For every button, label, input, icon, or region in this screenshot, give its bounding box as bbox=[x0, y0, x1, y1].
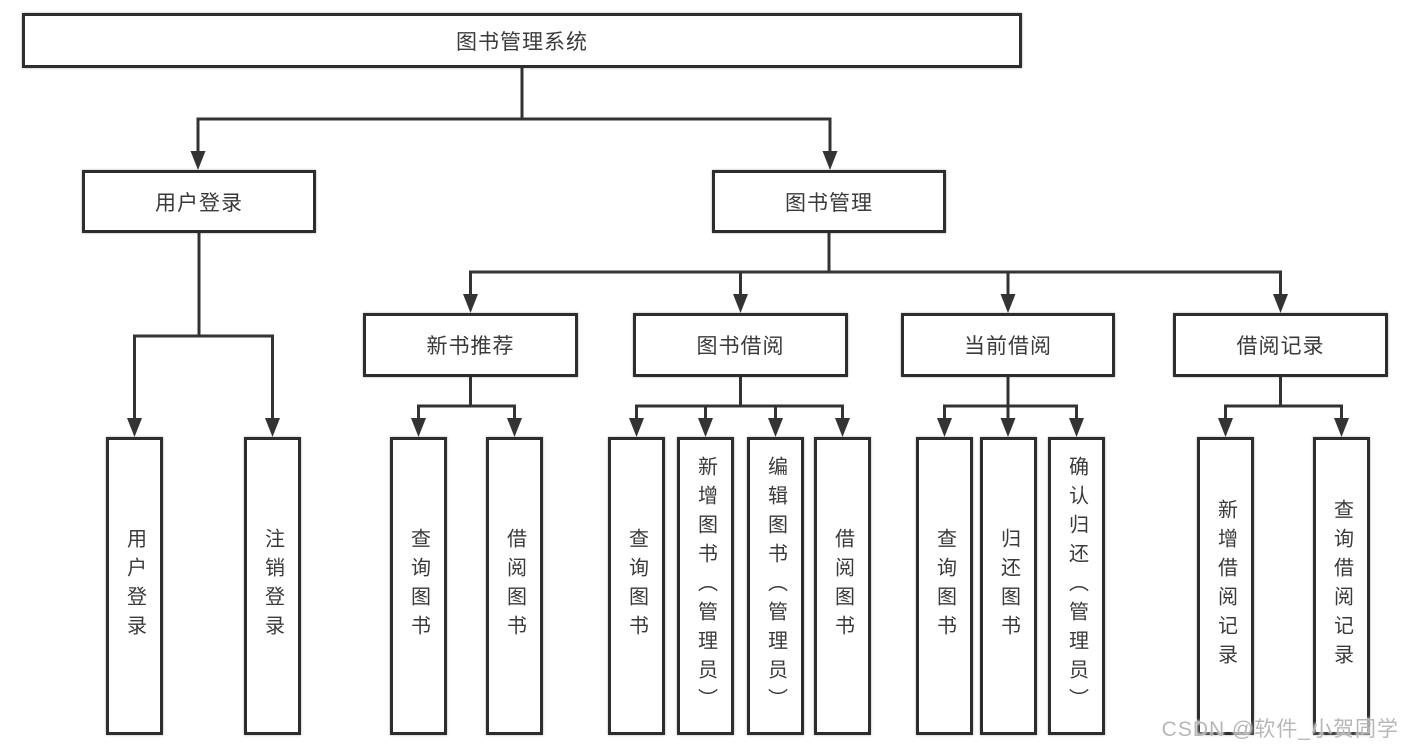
leaf-records-query-record: 查询借阅记录 bbox=[1313, 437, 1370, 735]
node-root-label: 图书管理系统 bbox=[456, 30, 588, 54]
leaf-logout: 注销登录 bbox=[244, 437, 301, 735]
leaf-current-return-book-label: 归还图书 bbox=[997, 528, 1020, 644]
node-root-system: 图书管理系统 bbox=[22, 13, 1022, 68]
leaf-borrow-borrow-book: 借阅图书 bbox=[814, 437, 871, 735]
leaf-borrow-edit-book: 编辑图书（管理员） bbox=[747, 437, 804, 735]
leaf-borrow-add-book: 新增图书（管理员） bbox=[677, 437, 734, 735]
leaf-current-query-book: 查询图书 bbox=[916, 437, 973, 735]
leaf-borrow-add-book-label: 新增图书（管理员） bbox=[694, 455, 717, 717]
leaf-user-login-label: 用户登录 bbox=[123, 528, 146, 644]
node-user-login-group: 用户登录 bbox=[82, 170, 316, 233]
csdn-watermark: CSDN @软件_小贺同学 bbox=[1161, 718, 1399, 741]
node-new-book-rec-label: 新书推荐 bbox=[426, 335, 515, 358]
node-book-borrow-label: 图书借阅 bbox=[696, 335, 785, 358]
node-book-mgmt-group-label: 图书管理 bbox=[785, 191, 873, 215]
leaf-records-query-record-label: 查询借阅记录 bbox=[1330, 499, 1353, 673]
node-book-mgmt-group: 图书管理 bbox=[712, 170, 946, 233]
node-borrow-records: 借阅记录 bbox=[1173, 313, 1388, 377]
leaf-rec-borrow-book: 借阅图书 bbox=[486, 437, 543, 735]
leaf-borrow-query-book: 查询图书 bbox=[608, 437, 665, 735]
node-current-borrow-label: 当前借阅 bbox=[964, 335, 1052, 358]
node-user-login-group-label: 用户登录 bbox=[155, 191, 243, 215]
leaf-logout-label: 注销登录 bbox=[261, 528, 284, 644]
node-borrow-records-label: 借阅记录 bbox=[1236, 335, 1325, 358]
leaf-records-add-record-label: 新增借阅记录 bbox=[1214, 499, 1237, 673]
leaf-current-query-book-label: 查询图书 bbox=[933, 528, 956, 644]
arrowheads bbox=[127, 151, 1349, 437]
node-current-borrow: 当前借阅 bbox=[901, 313, 1115, 377]
leaf-borrow-query-book-label: 查询图书 bbox=[625, 528, 648, 644]
leaf-records-add-record: 新增借阅记录 bbox=[1197, 437, 1254, 735]
leaf-rec-borrow-book-label: 借阅图书 bbox=[503, 528, 526, 644]
node-new-book-rec: 新书推荐 bbox=[363, 313, 578, 377]
node-book-borrow: 图书借阅 bbox=[633, 313, 848, 377]
leaf-current-return-book: 归还图书 bbox=[980, 437, 1037, 735]
leaf-rec-query-book-label: 查询图书 bbox=[407, 528, 430, 644]
leaf-borrow-borrow-book-label: 借阅图书 bbox=[831, 528, 854, 644]
leaf-user-login: 用户登录 bbox=[106, 437, 163, 735]
leaf-current-confirm-return: 确认归还（管理员） bbox=[1048, 437, 1105, 735]
leaf-borrow-edit-book-label: 编辑图书（管理员） bbox=[764, 455, 787, 717]
leaf-rec-query-book: 查询图书 bbox=[390, 437, 447, 735]
leaf-current-confirm-return-label: 确认归还（管理员） bbox=[1065, 455, 1088, 717]
